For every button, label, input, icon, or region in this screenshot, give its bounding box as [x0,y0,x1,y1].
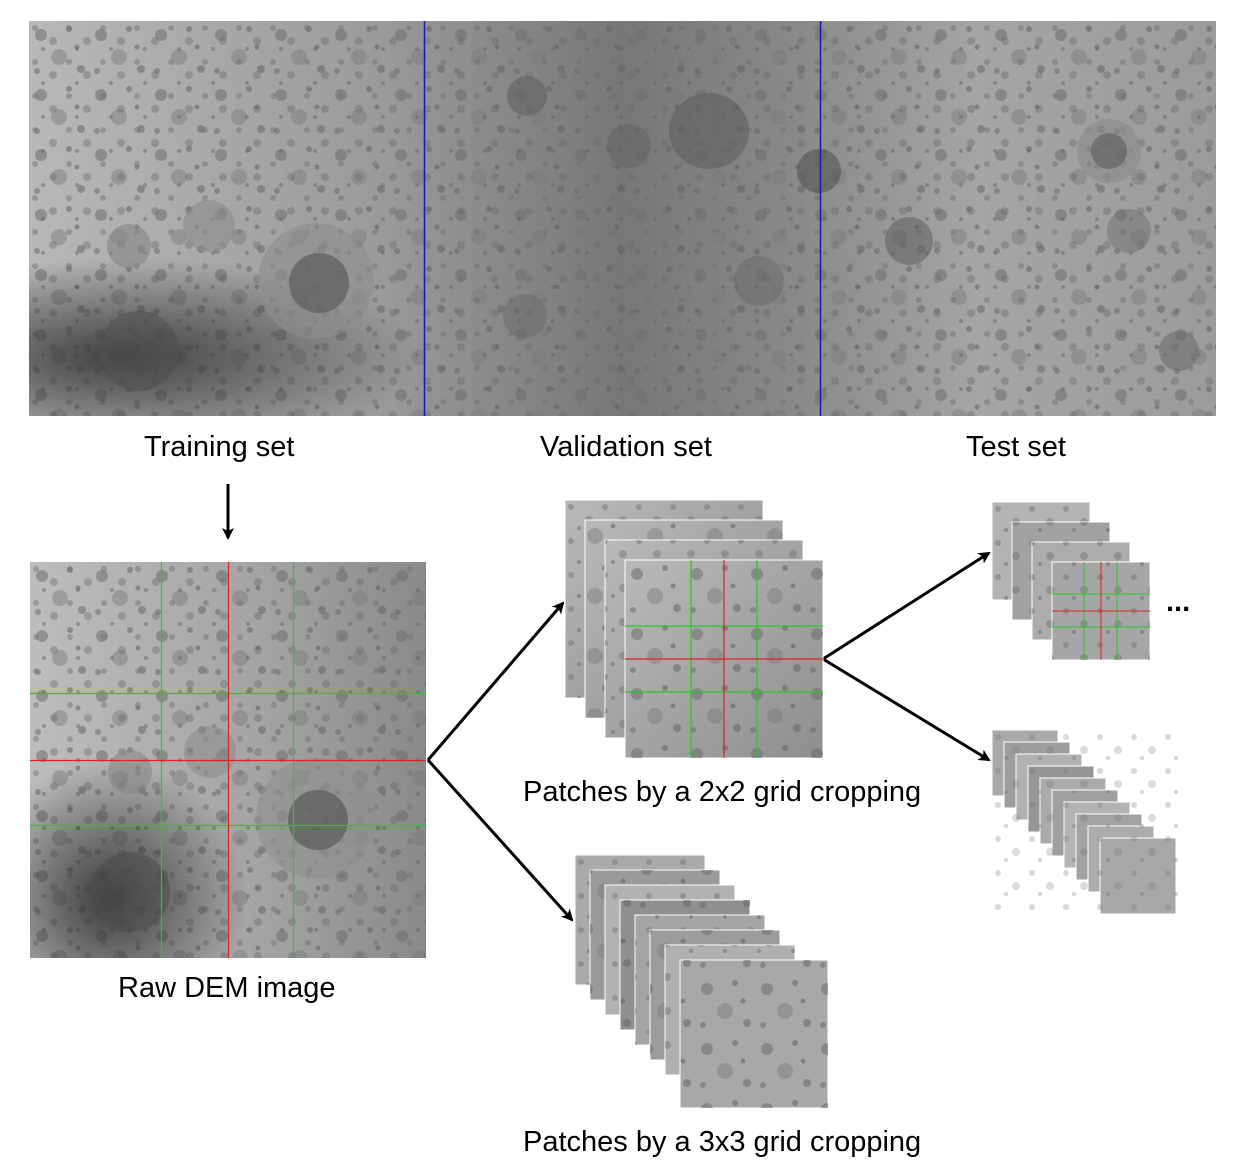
arrow-to-2x2-sub [822,551,991,661]
sub-2x2-stack [992,502,1152,662]
raw-dem-image [30,562,426,958]
raw-dem-label: Raw DEM image [118,972,336,1004]
patches-2x2-label: Patches by a 2x2 grid cropping [523,776,922,808]
raw-dem-svg [30,562,426,958]
sub-3x3-stack [992,730,1178,916]
patch-2x2-stack [565,500,825,760]
ellipsis-label: ... [1166,586,1191,618]
sub-2x2-svg [992,502,1151,661]
dem-strip [29,21,1216,416]
patches-3x3-label: Patches by a 3x3 grid cropping [523,1126,922,1158]
patch-2x2-svg [565,500,824,759]
arrow-to-2x2 [426,601,565,761]
training-set-label: Training set [144,431,295,463]
patch-3x3-stack [575,855,830,1110]
sub-3x3-svg [992,730,1178,916]
patch-3x3-svg [575,855,829,1109]
arrow-to-3x3 [426,758,574,922]
sub-2x2-front [1051,561,1151,661]
patch-3x3-layers [575,855,829,1109]
dem-strip-image [29,21,1216,416]
test-set-label: Test set [966,431,1066,463]
arrow-to-3x3-sub [822,657,991,762]
patch-2x2-front [624,559,824,759]
validation-set-label: Validation set [540,431,712,463]
